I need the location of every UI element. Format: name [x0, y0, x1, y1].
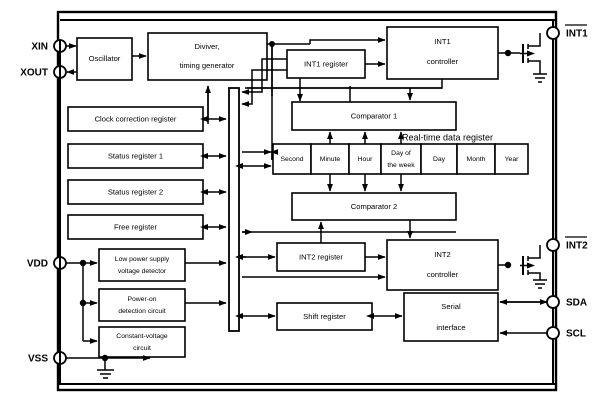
block-comparator-1 — [291, 101, 457, 131]
block-int1-controller-label-1: INT1 — [434, 37, 450, 46]
pin-xout-label: XOUT — [20, 68, 48, 79]
block-int2-controller-label-2: controller — [427, 270, 459, 279]
mosfet-int2 — [520, 245, 547, 289]
cell-day-of-week-label-1: Day of — [391, 150, 411, 157]
pin-sda: SDA — [499, 295, 587, 309]
realtime-data-register: Second Minute Hour Day of the week Day M… — [272, 143, 529, 175]
pin-sda-label: SDA — [566, 298, 587, 309]
pin-xin-label: XIN — [31, 42, 48, 53]
block-power-on-label-1: Power-on — [127, 296, 156, 303]
realtime-register-caption: Real-time data register — [402, 132, 493, 142]
block-int1-controller — [386, 26, 499, 80]
cell-day-label: Day — [433, 156, 446, 163]
pin-vdd-label: VDD — [27, 259, 48, 270]
mosfet-int1 — [508, 33, 547, 83]
block-divider-label-2: timing generator — [180, 61, 235, 70]
block-power-on-detection — [98, 288, 186, 322]
cell-year — [494, 143, 529, 175]
ground-symbol-int1 — [533, 73, 547, 83]
block-comparator-2 — [291, 192, 457, 221]
block-oscillator — [76, 37, 133, 81]
pin-scl-label: SCL — [566, 329, 586, 340]
pin-scl: SCL — [499, 326, 586, 340]
block-oscillator-label: Oscillator — [89, 54, 121, 63]
block-serial-interface-label-2: interface — [436, 323, 465, 332]
block-comparator-1-label: Comparator 1 — [351, 112, 397, 121]
node-int2-out — [504, 261, 512, 269]
block-int2-controller-label-1: INT2 — [434, 250, 450, 259]
block-constant-voltage-label-2: circuit — [133, 345, 151, 352]
pin-int1-label: INT1 — [566, 29, 588, 40]
block-divider-label-1: Diviver, — [195, 42, 220, 51]
pin-int2: INT2 — [546, 236, 588, 252]
cell-second-label: Second — [280, 156, 303, 163]
block-int1-register — [286, 49, 366, 79]
block-low-power-label-2: voltage detector — [118, 268, 167, 275]
block-low-power-detector — [98, 248, 186, 282]
block-int1-register-label: INT1 register — [304, 60, 348, 69]
block-clock-correction-label: Clock correction register — [95, 115, 177, 124]
bus-links-left-registers — [200, 116, 227, 230]
pin-int2-label: INT2 — [566, 241, 588, 252]
block-shift-register-label: Shift register — [303, 312, 346, 321]
block-int2-register-label: INT2 register — [299, 253, 343, 262]
block-serial-interface-label-1: Serial — [441, 302, 461, 311]
block-divider — [147, 32, 268, 81]
cell-minute-label: Minute — [320, 156, 341, 163]
block-status-register-1 — [67, 143, 204, 169]
left-power-rail — [59, 40, 556, 385]
block-int1-controller-label-2: controller — [427, 57, 459, 66]
block-int2-register — [276, 242, 366, 272]
block-clock-correction-register — [67, 106, 204, 132]
block-power-on-label-2: detection circuit — [118, 308, 165, 315]
cell-month-label: Month — [467, 156, 486, 163]
cell-day-of-week-label-2: the week — [387, 162, 415, 169]
block-free-register — [67, 214, 204, 240]
ground-symbol-vss — [97, 358, 114, 379]
cell-day-of-week — [380, 143, 422, 175]
ground-symbol-int2 — [533, 279, 547, 289]
block-status-register-1-label: Status register 1 — [108, 152, 163, 161]
block-free-register-label: Free register — [114, 223, 158, 232]
block-low-power-label-1: Low power supply — [115, 256, 170, 263]
block-comparator-2-label: Comparator 2 — [351, 202, 397, 211]
block-int2-controller — [386, 239, 499, 291]
block-constant-voltage — [98, 326, 186, 358]
pin-vss-label: VSS — [28, 354, 48, 365]
block-constant-voltage-label-1: Constant-voltage — [116, 333, 168, 340]
cell-second — [272, 143, 312, 175]
cell-hour-label: Hour — [358, 156, 373, 163]
block-status-register-2-label: Status register 2 — [108, 188, 163, 197]
block-status-register-2 — [67, 179, 204, 205]
block-data-bus — [228, 87, 240, 332]
cell-year-label: Year — [505, 156, 519, 163]
block-serial-interface — [403, 292, 499, 342]
